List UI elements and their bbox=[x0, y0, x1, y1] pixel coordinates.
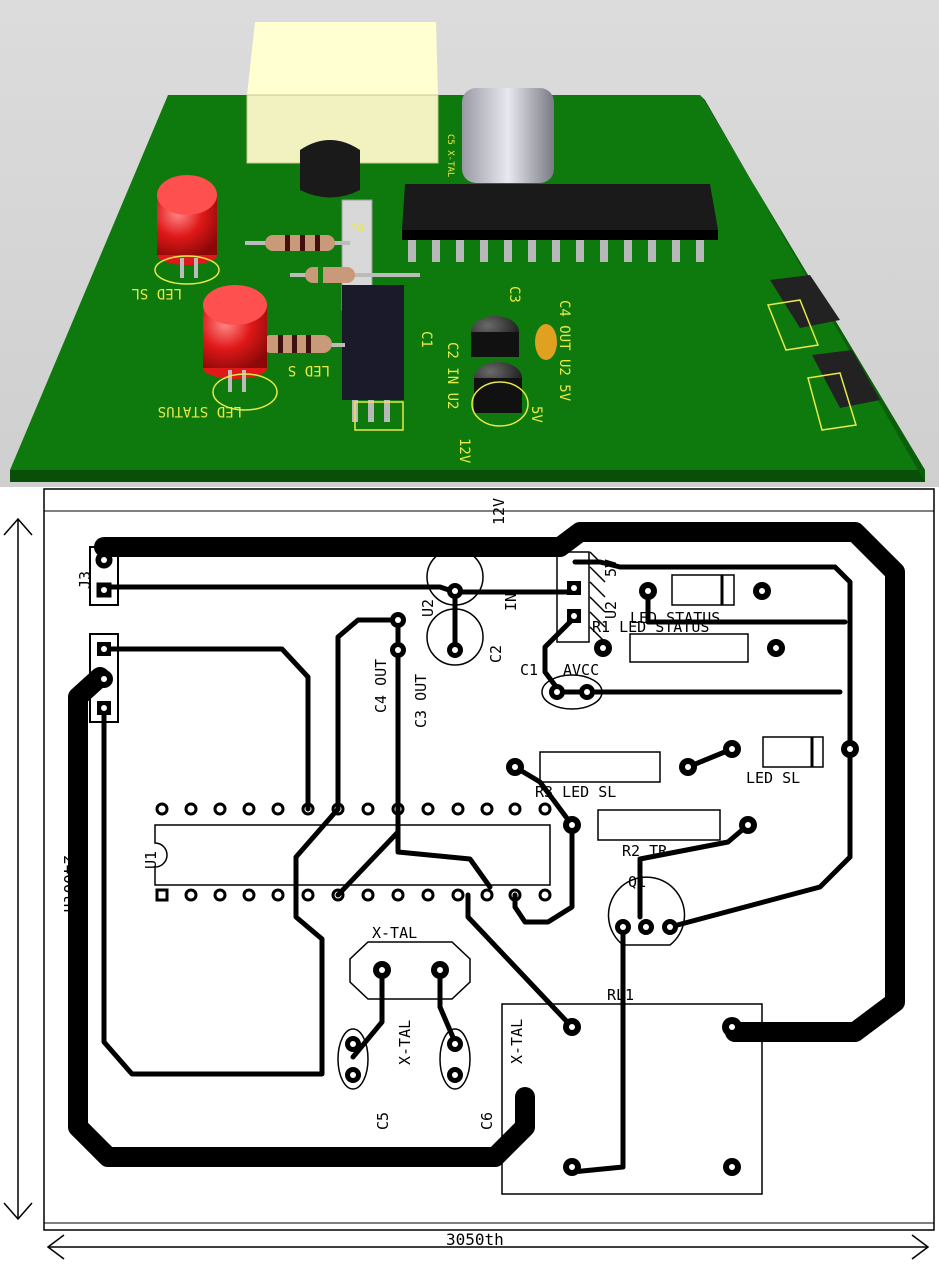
label-12v: 12V bbox=[490, 498, 508, 525]
pcb-3d-svg: LED STATUS LED SL LED S C2 IN U2 12V C3 … bbox=[0, 0, 939, 487]
header-j1 bbox=[89, 633, 119, 723]
regulator-u2-outline bbox=[556, 551, 606, 643]
label-r2-tr: R2 TR bbox=[622, 842, 668, 860]
silk-led-sl: LED SL bbox=[131, 285, 182, 301]
label-c6-xtal: X-TAL bbox=[508, 1019, 526, 1064]
silk-c2-in-u2: C2 IN U2 bbox=[444, 342, 460, 409]
label-avcc: AVCC bbox=[563, 661, 599, 679]
dim-vertical bbox=[3, 517, 33, 1221]
relay-rl1-outline bbox=[501, 1003, 763, 1195]
header-j3-3d bbox=[812, 350, 880, 408]
dim-width-label: 3050th bbox=[446, 1230, 504, 1249]
silk-12v: 12V bbox=[456, 438, 472, 464]
label-u2-right: U2 bbox=[602, 601, 620, 619]
label-5v: 5V bbox=[602, 559, 620, 577]
ic-u1-outline bbox=[154, 824, 551, 886]
cap-c5-outline bbox=[337, 1028, 369, 1090]
label-c4-out: C4 OUT bbox=[372, 659, 390, 713]
silk-led-s: LED S bbox=[288, 362, 330, 378]
silk-x-tal: C5 X-TAL bbox=[445, 134, 455, 177]
silk-c1: C1 bbox=[418, 331, 434, 348]
pcb-layout: 2400th 3050th 12V J3 bbox=[0, 487, 939, 1265]
resistor-r3 bbox=[539, 751, 661, 783]
silk-led-status: LED STATUS bbox=[158, 403, 242, 419]
label-c3-out: C3 OUT bbox=[412, 674, 430, 728]
led-status-3d bbox=[157, 175, 217, 278]
label-u2-left: U2 bbox=[419, 599, 437, 617]
silk-5v: 5V bbox=[528, 406, 544, 423]
transistor-q1 bbox=[300, 140, 360, 198]
header-j1-3d bbox=[770, 275, 840, 328]
label-led-sl-diode: LED SL bbox=[746, 769, 800, 787]
label-xtal: X-TAL bbox=[372, 924, 417, 942]
board-outline-inner bbox=[43, 510, 935, 1224]
ic-u1-pins bbox=[408, 240, 704, 262]
silk-q1: Q1 bbox=[351, 221, 364, 234]
silk-c4-out: C4 OUT U2 5V bbox=[556, 300, 572, 402]
silk-c3: C3 bbox=[506, 286, 522, 303]
regulator-body bbox=[342, 285, 404, 400]
crystal-outline bbox=[349, 941, 471, 1000]
label-c6: C6 bbox=[478, 1112, 496, 1130]
cap-c1-outline bbox=[541, 674, 603, 710]
dim-horizontal bbox=[46, 1234, 930, 1260]
label-c1: C1 bbox=[520, 661, 538, 679]
label-q1: Q1 bbox=[628, 873, 646, 891]
pcb-layout-svg: 2400th 3050th 12V J3 bbox=[0, 487, 939, 1265]
label-c5-xtal: X-TAL bbox=[396, 1020, 414, 1065]
label-in: IN bbox=[502, 593, 520, 611]
label-c5: C5 bbox=[374, 1112, 392, 1130]
led-sl-diode bbox=[762, 736, 824, 768]
label-r3-led-sl: R3 LED SL bbox=[535, 783, 616, 801]
silk-outlines bbox=[154, 255, 857, 431]
ic-u1-side bbox=[402, 230, 718, 240]
label-c2: C2 bbox=[487, 645, 505, 663]
ic-u1-top bbox=[402, 184, 718, 230]
label-u1: U1 bbox=[142, 851, 160, 869]
cap-c4 bbox=[535, 324, 557, 360]
transistor-q1-outline bbox=[607, 876, 686, 946]
header-j3 bbox=[89, 546, 119, 606]
label-led-status-diode: LED STATUS bbox=[630, 609, 720, 627]
crystal-can bbox=[462, 88, 554, 183]
relay-top bbox=[247, 22, 438, 95]
pcb-3d-render: LED STATUS LED SL LED S C2 IN U2 12V C3 … bbox=[0, 0, 939, 487]
label-j3: J3 bbox=[76, 571, 94, 589]
label-r1-led-status: R1 LED STATUS bbox=[592, 618, 709, 636]
power-traces bbox=[68, 522, 905, 1167]
label-rl1: RL1 bbox=[607, 986, 634, 1004]
led-status-diode bbox=[671, 574, 735, 606]
cap-c2-outline bbox=[426, 548, 484, 606]
resistor-r2 bbox=[597, 809, 721, 841]
cap-c3-outline bbox=[426, 608, 484, 666]
resistors bbox=[245, 235, 420, 353]
resistor-r1 bbox=[629, 633, 749, 663]
led-sl-3d bbox=[203, 285, 267, 392]
pcb-board-edge bbox=[10, 470, 925, 482]
signal-traces bbox=[101, 559, 853, 1175]
cap-c6-outline bbox=[439, 1028, 471, 1090]
ic-u1-pads bbox=[155, 802, 552, 902]
